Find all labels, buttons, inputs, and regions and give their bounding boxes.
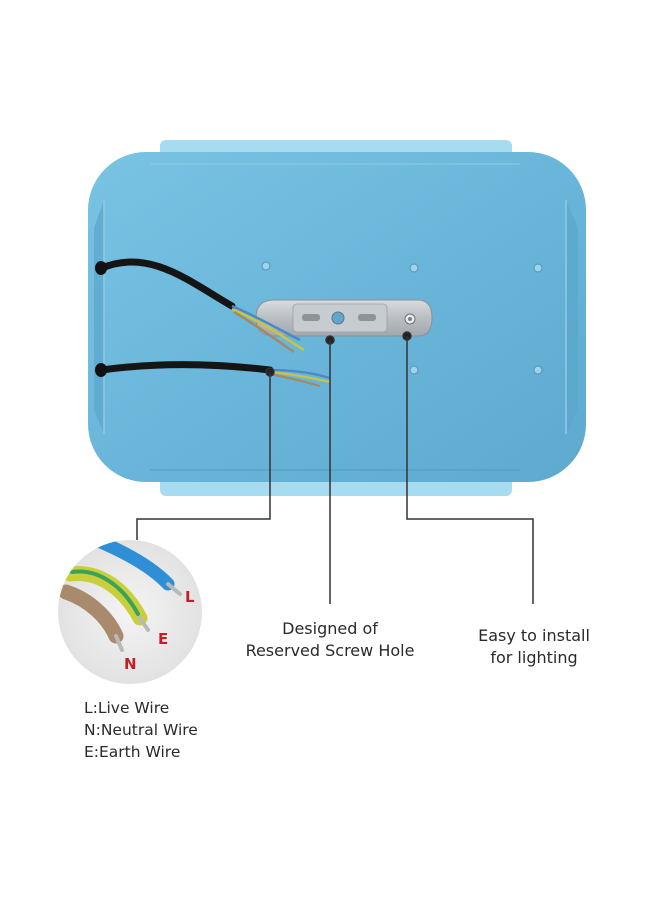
power-cable-upper [95,258,305,354]
panel-rivets [261,261,543,375]
legend-item-earth: E:Earth Wire [84,743,181,761]
wire-legend: L:Live Wire N:Neutral Wire E:Earth Wire [84,697,198,763]
install-callout-line1: Easy to install [478,626,590,645]
install-callout-line2: for lighting [490,648,578,667]
earth-wire [62,566,150,632]
neutral-wire [58,584,124,652]
power-cable-lower [95,361,331,388]
letter-earth: E [158,630,168,648]
letter-neutral: N [124,655,137,673]
leader-line-wires [136,372,271,540]
screw-hole-callout-line2: Reserved Screw Hole [245,641,415,660]
install-callout: Easy to install for lighting [464,625,604,669]
mounting-plate [255,299,433,337]
legend-item-neutral: N:Neutral Wire [84,721,198,739]
legend-item-live: L:Live Wire [84,699,170,717]
leader-lines [136,331,534,604]
screw-hole-callout: Designed of Reserved Screw Hole [230,618,430,662]
letter-live: L [185,588,195,606]
leader-line-install [406,336,534,604]
wire-inset: L E N [58,540,202,684]
reserved-screw-hole [331,311,345,325]
screw-hole-callout-line1: Designed of [282,619,378,638]
